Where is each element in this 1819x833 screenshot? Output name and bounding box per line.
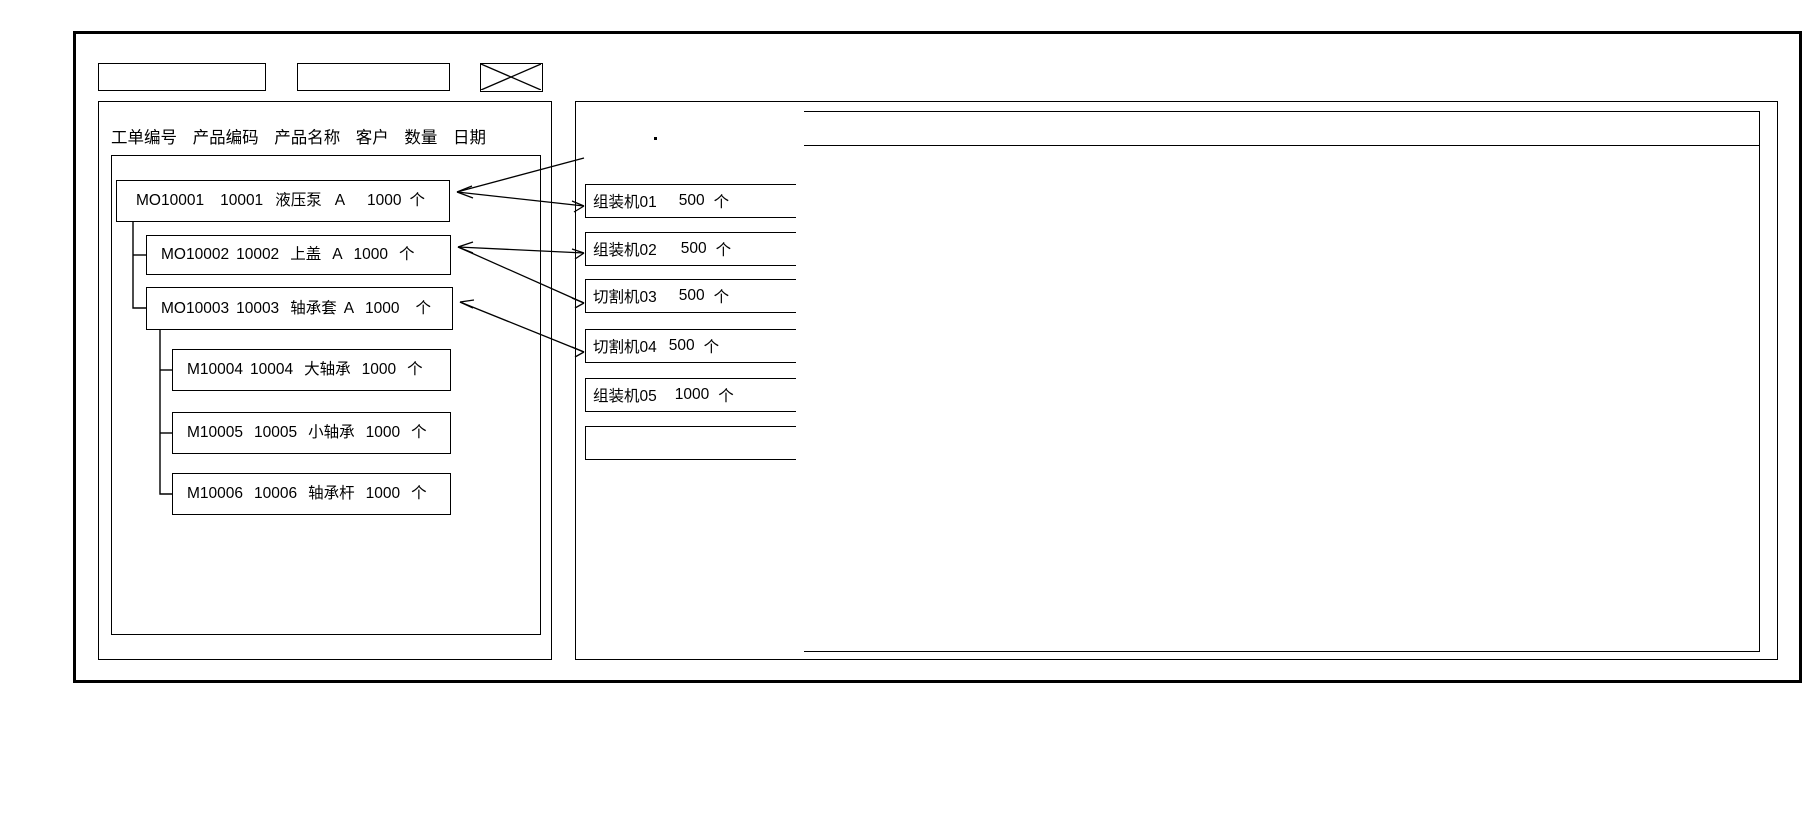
image-placeholder-icon[interactable] [480, 63, 543, 92]
row-unit: 个 [411, 485, 427, 503]
list-item[interactable]: 切割机03 500 个 [585, 279, 800, 313]
row-quantity: 1000 [367, 192, 402, 210]
row-product-name: 上盖 [290, 246, 322, 264]
table-row[interactable]: MO10002 10002 上盖 A 1000 个 [146, 235, 451, 275]
row-quantity: 1000 [365, 424, 401, 442]
column-header-product-name: 产品名称 [274, 129, 341, 147]
machine-name: 组装机02 [593, 242, 657, 259]
machine-unit: 个 [713, 194, 730, 211]
table-row[interactable]: M10004 10004 大轴承 1000 个 [172, 349, 451, 391]
row-order-no: M10005 [187, 424, 244, 442]
row-product-code: 10006 [254, 485, 298, 503]
row-product-code: 10004 [250, 361, 294, 379]
row-order-no: M10004 [187, 361, 244, 379]
column-header-order-no: 工单编号 [111, 129, 177, 147]
row-order-no: MO10001 [136, 192, 205, 210]
row-product-name: 轴承套 [290, 299, 337, 317]
machine-unit: 个 [703, 339, 720, 356]
row-unit: 个 [411, 424, 427, 442]
row-quantity: 1000 [361, 361, 397, 379]
row-product-code: 10005 [254, 424, 298, 442]
toolbar-field-2[interactable] [297, 63, 450, 91]
row-customer: A [334, 192, 346, 210]
row-unit: 个 [409, 192, 426, 210]
column-header-customer: 客户 [355, 129, 389, 147]
toolbar [98, 63, 1778, 93]
table-row[interactable]: M10006 10006 轴承杆 1000 个 [172, 473, 451, 515]
row-order-no: MO10003 [161, 299, 230, 317]
row-product-name: 小轴承 [308, 424, 355, 442]
row-unit: 个 [407, 361, 423, 379]
machine-unit: 个 [718, 388, 734, 405]
machine-unit: 个 [715, 242, 732, 259]
row-product-code: 10002 [236, 246, 280, 264]
row-customer: A [332, 246, 343, 264]
row-quantity: 1000 [353, 246, 389, 264]
machine-schedule-panel: 组装机01 500 个 组装机02 500 个 切割机03 500 个 切割机0… [575, 101, 825, 660]
row-unit: 个 [399, 246, 415, 264]
row-quantity: 1000 [365, 299, 400, 317]
machine-name: 组装机01 [593, 194, 657, 211]
row-product-code: 10001 [220, 192, 264, 210]
machine-unit: 个 [713, 289, 730, 306]
machine-quantity: 500 [668, 337, 695, 354]
tree-connector-lines [132, 222, 172, 495]
list-item-empty[interactable] [585, 426, 800, 460]
row-product-name: 轴承杆 [308, 485, 355, 503]
table-row[interactable]: MO10001 10001 液压泵 A 1000 个 [116, 180, 450, 222]
machine-name: 切割机03 [593, 289, 657, 306]
machine-quantity: 500 [678, 287, 705, 304]
row-product-code: 10003 [236, 299, 280, 317]
work-order-column-headers: 工单编号 产品编码 产品名称 客户 数量 日期 [111, 124, 541, 147]
table-row[interactable]: MO10003 10003 轴承套 A 1000 个 [146, 287, 453, 330]
list-item[interactable]: 组装机05 1000 个 [585, 378, 800, 412]
row-order-no: M10006 [187, 485, 244, 503]
work-order-panel: 工单编号 产品编码 产品名称 客户 数量 日期 MO10001 10001 [98, 101, 552, 660]
table-row[interactable]: M10005 10005 小轴承 1000 个 [172, 412, 451, 454]
row-product-name: 液压泵 [275, 192, 322, 210]
list-item[interactable]: 组装机02 500 个 [585, 232, 800, 266]
machine-quantity: 500 [680, 240, 707, 257]
machine-quantity: 1000 [674, 386, 710, 403]
column-header-date: 日期 [452, 129, 486, 147]
detail-panel-header-divider [804, 145, 1759, 146]
column-header-quantity: 数量 [404, 129, 438, 147]
row-customer: A [343, 299, 355, 317]
work-order-tree: MO10001 10001 液压泵 A 1000 个 MO10002 10002… [111, 155, 541, 635]
list-item[interactable]: 切割机04 500 个 [585, 329, 800, 363]
column-header-product-code: 产品编码 [192, 129, 259, 147]
application-window: 工单编号 产品编码 产品名称 客户 数量 日期 MO10001 10001 [73, 31, 1802, 683]
detail-panel [796, 101, 1778, 660]
toolbar-field-1[interactable] [98, 63, 266, 91]
detail-panel-inner [804, 111, 1760, 652]
row-quantity: 1000 [365, 485, 401, 503]
machine-name: 切割机04 [593, 339, 657, 356]
detail-panel-body[interactable] [804, 146, 1759, 651]
machine-quantity: 500 [678, 192, 705, 209]
speck-artifact [654, 137, 657, 140]
row-order-no: MO10002 [161, 246, 230, 264]
row-unit: 个 [415, 299, 432, 317]
row-product-name: 大轴承 [304, 361, 351, 379]
machine-name: 组装机05 [593, 388, 657, 405]
list-item[interactable]: 组装机01 500 个 [585, 184, 800, 218]
